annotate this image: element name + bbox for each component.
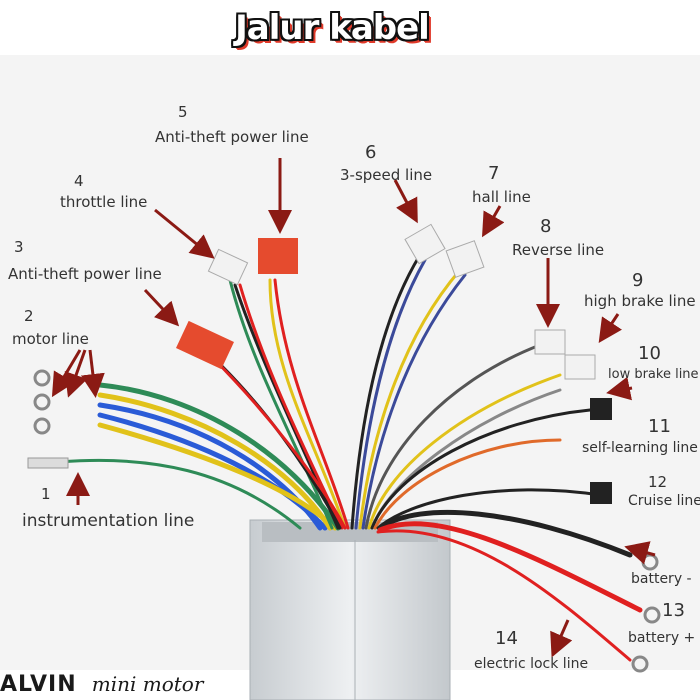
label-11-number: 11 bbox=[648, 416, 671, 437]
label-11-text: self-learning line bbox=[582, 440, 698, 456]
label-12-text: Cruise line bbox=[628, 493, 700, 509]
label-9-number: 9 bbox=[632, 270, 644, 291]
battery-minus-text: battery - bbox=[631, 571, 692, 587]
wire-bundle-right bbox=[350, 253, 643, 662]
label-10-number: 10 bbox=[638, 343, 661, 364]
callout-arrows bbox=[51, 158, 656, 658]
label-12-number: 12 bbox=[648, 473, 668, 491]
label-8-number: 8 bbox=[540, 216, 552, 237]
watermark-brand: ALVIN bbox=[0, 672, 77, 697]
label-5-text: Anti-theft power line bbox=[155, 128, 309, 146]
label-7-number: 7 bbox=[488, 163, 500, 184]
label-14-text: electric lock line bbox=[474, 656, 589, 672]
watermark: ALVIN mini motor bbox=[0, 672, 203, 700]
label-13-text: battery + bbox=[628, 630, 696, 646]
title-banner: Jalur kabel bbox=[232, 4, 432, 52]
label-2-text: motor line bbox=[12, 330, 89, 348]
label-6-number: 6 bbox=[365, 142, 377, 163]
label-3-number: 3 bbox=[14, 238, 24, 256]
label-1-number: 1 bbox=[41, 485, 51, 503]
label-3-text: Anti-theft power line bbox=[8, 265, 162, 283]
label-5-number: 5 bbox=[178, 103, 188, 121]
wire-bundle-left bbox=[58, 278, 350, 531]
controller-box bbox=[249, 519, 451, 700]
label-10-text: low brake line bbox=[608, 367, 699, 382]
label-13-number: 13 bbox=[662, 600, 685, 621]
label-14-number: 14 bbox=[495, 628, 518, 649]
label-8-text: Reverse line bbox=[512, 241, 605, 259]
label-4-text: throttle line bbox=[60, 193, 148, 211]
label-6-text: 3-speed line bbox=[340, 166, 433, 184]
label-7-text: hall line bbox=[472, 188, 531, 206]
label-2-number: 2 bbox=[24, 307, 34, 325]
label-1-text: instrumentation line bbox=[22, 511, 195, 531]
connectors bbox=[27, 223, 661, 673]
page-title: Jalur kabel bbox=[235, 8, 430, 48]
watermark-tagline: mini motor bbox=[91, 672, 204, 696]
label-4-number: 4 bbox=[74, 172, 84, 190]
label-9-text: high brake line bbox=[584, 292, 696, 310]
